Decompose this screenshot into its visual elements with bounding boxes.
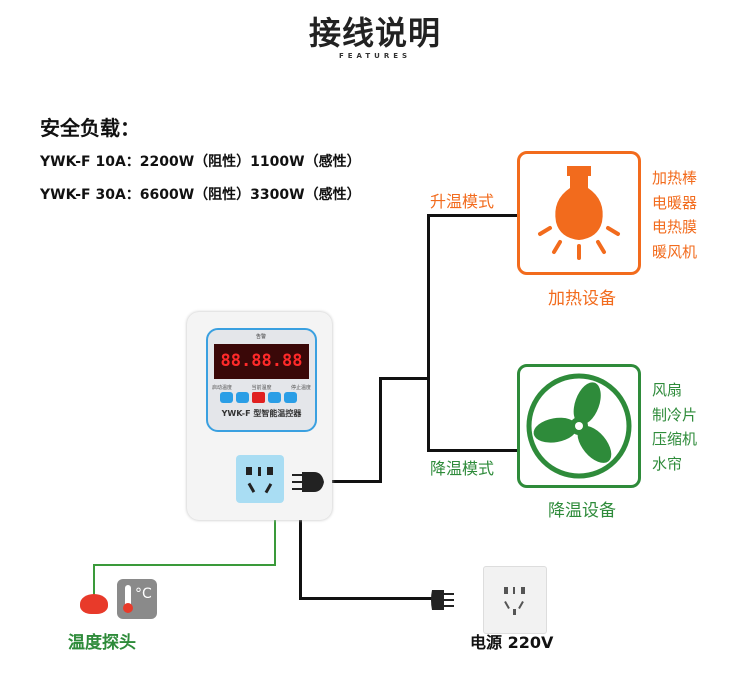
page-subtitle: FEATURES [338,52,412,60]
heating-device-box [517,151,641,275]
heating-item: 电热膜 [652,218,698,236]
page-title: 接线说明 [308,14,441,52]
heating-caption: 加热设备 [548,289,616,309]
wire-probe-v [274,520,276,566]
wire-probe-d [93,564,95,596]
power-plug-icon [431,590,454,610]
cooling-item: 制冷片 [652,405,698,424]
cooling-caption: 降温设备 [548,501,616,521]
wire-trunk [427,214,430,451]
start-down-button[interactable] [236,392,249,403]
cooling-item: 压缩机 [652,430,698,448]
cooling-mode-label: 降温模式 [430,459,495,478]
fan-icon [526,373,632,479]
plug-icon [292,472,324,492]
start-temp-label: 启动温度 [212,385,233,391]
wire-cooling [427,449,519,452]
heating-item: 电暖器 [652,193,698,212]
model-label: YWK-F 型智能温控器 [221,409,302,418]
thermometer-icon: °C [117,579,157,619]
start-up-button[interactable] [220,392,233,403]
heating-item: 加热棒 [652,169,698,187]
cooling-item: 风扇 [652,381,683,399]
stop-up-button[interactable] [268,392,281,403]
wire-link [380,377,430,380]
wire-out [320,480,382,483]
stop-down-button[interactable] [284,392,297,403]
socket-icon [236,455,284,503]
cooling-device-box [517,364,641,488]
spec-30a: YWK-F 30A：6600W（阻性）3300W（感性） [40,187,361,203]
temperature-controller: 告警 88.88.88 启动温度 当前温度 停止温度 YWK-F 型智能温控器 [187,312,332,520]
wall-outlet-icon [483,566,547,634]
probe-label: 温度探头 [68,633,136,653]
heating-mode-label: 升温模式 [430,192,495,211]
cooling-item: 水帘 [652,454,683,473]
wire-heating [427,214,519,217]
wire-power-h [299,597,439,600]
alarm-label: 告警 [256,334,267,340]
heating-item: 暖风机 [652,242,698,261]
probe-head-icon [80,594,108,614]
led-display: 88.88.88 [214,344,309,379]
wire-power-v [299,520,302,599]
set-button[interactable] [252,392,265,403]
wire-link-v [379,377,382,483]
spec-10a: YWK-F 10A：2200W（阻性）1100W（感性） [40,154,361,170]
wire-probe-h [93,564,276,566]
stop-temp-label: 停止温度 [290,385,311,391]
bulb-icon [538,166,620,260]
current-temp-label: 当前温度 [251,385,272,391]
power-label: 电源 220V [470,633,554,652]
load-heading: 安全负载： [40,116,140,140]
celsius-unit: °C [135,586,152,602]
